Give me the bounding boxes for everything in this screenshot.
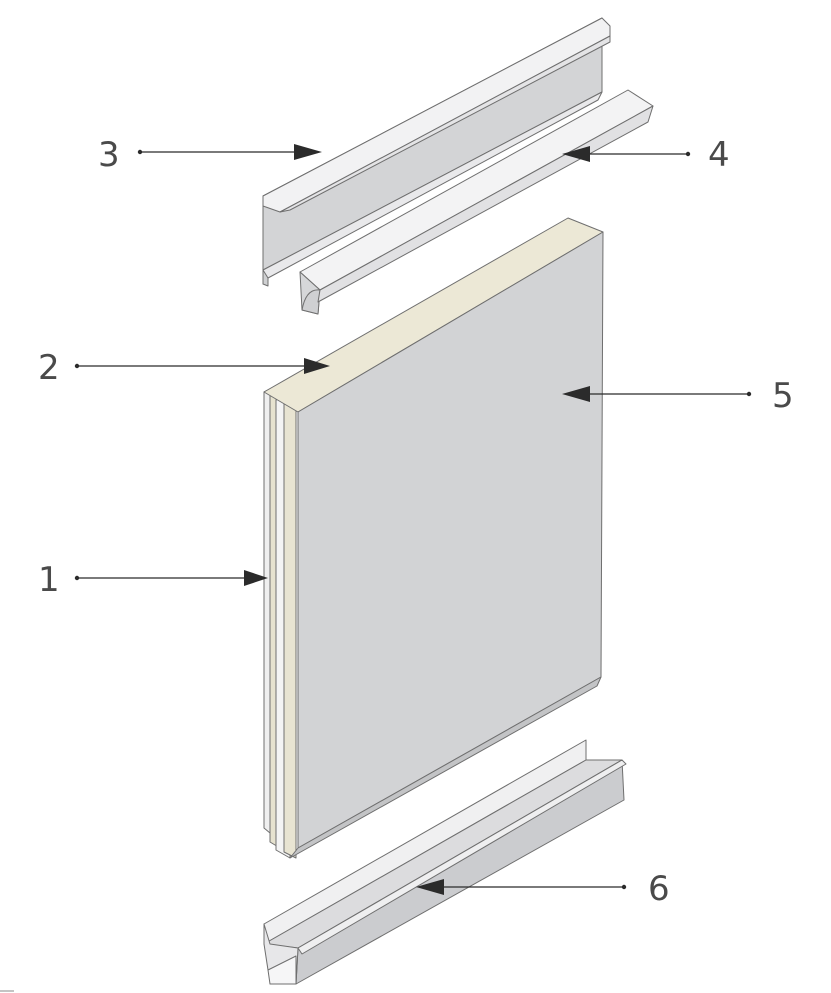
insulated-panel [263, 217, 604, 859]
callout-2: 2 [38, 348, 330, 388]
panel-front-face-part-5 [297, 231, 604, 849]
arrow-head-icon [304, 358, 330, 374]
callout-5: 5 [562, 376, 794, 416]
callout-label-1: 1 [38, 560, 60, 600]
callout-label-4: 4 [708, 135, 730, 175]
arrow-head-icon [244, 570, 268, 586]
bottom-channel-part-6 [263, 739, 627, 985]
callout-label-6: 6 [648, 869, 670, 909]
callout-4: 4 [562, 135, 730, 175]
callout-3: 3 [98, 135, 322, 175]
callout-label-5: 5 [772, 376, 794, 416]
top-channel-part-3 [262, 17, 611, 287]
callout-label-3: 3 [98, 135, 120, 175]
callout-label-2: 2 [38, 348, 60, 388]
callout-1: 1 [38, 560, 268, 600]
arrow-head-icon [294, 144, 322, 160]
callout-6: 6 [416, 869, 670, 909]
arrow-head-icon [416, 879, 444, 895]
arrow-head-icon [562, 386, 590, 402]
arrow-head-icon [562, 146, 590, 162]
